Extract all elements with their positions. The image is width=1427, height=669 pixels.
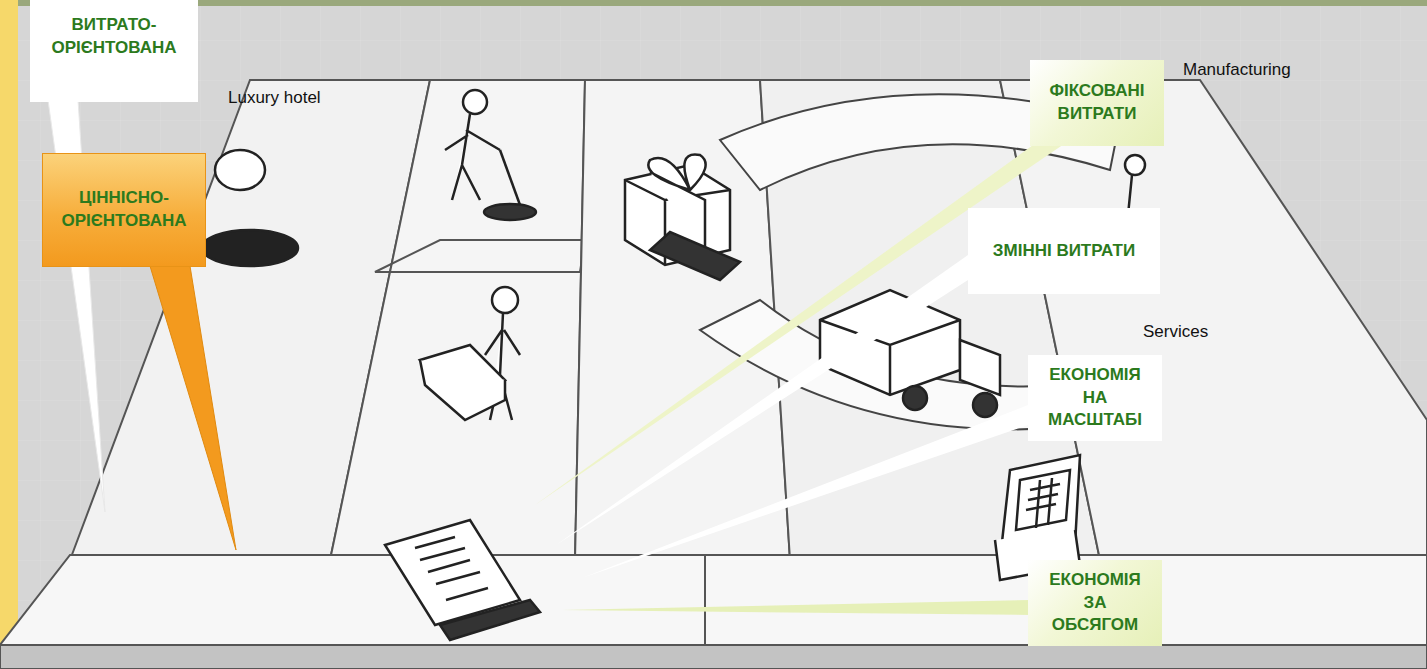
segment-label: Manufacturing bbox=[1183, 60, 1291, 80]
callout-box: ЦІННІСНО- ОРІЄНТОВАНА bbox=[42, 153, 206, 267]
segment-label: Luxury hotel bbox=[228, 88, 321, 108]
callout-text: ФІКСОВАНІ ВИТРАТИ bbox=[1040, 80, 1154, 126]
callout-text: ЕКОНОМІЯ НА МАСШТАБІ bbox=[1038, 364, 1152, 433]
callout-content: ВИТРАТО- ОРІЄНТОВАНА bbox=[40, 14, 188, 60]
segment-label: Services bbox=[1143, 322, 1208, 342]
callout-text: ЕКОНОМІЯ ЗА ОБСЯГОМ bbox=[1038, 569, 1152, 638]
callout-text: ЗМІННІ ВИТРАТИ bbox=[993, 240, 1135, 263]
callout-box: ЕКОНОМІЯ НА МАСШТАБІ bbox=[1028, 355, 1162, 441]
callout-content: ЦІННІСНО- ОРІЄНТОВАНА bbox=[53, 187, 195, 233]
callout-box: ЗМІННІ ВИТРАТИ bbox=[968, 208, 1160, 294]
callout-text: ВИТРАТО- ОРІЄНТОВАНА bbox=[40, 14, 188, 60]
callout-box: ФІКСОВАНІ ВИТРАТИ bbox=[1030, 60, 1164, 146]
callout-content: ЕКОНОМІЯ НА МАСШТАБІ bbox=[1038, 364, 1152, 433]
callout-content: ЕКОНОМІЯ ЗА ОБСЯГОМ bbox=[1038, 569, 1152, 638]
callout-content: ФІКСОВАНІ ВИТРАТИ bbox=[1040, 80, 1154, 126]
callout-box: ВИТРАТО- ОРІЄНТОВАНА bbox=[30, 0, 198, 102]
callout-text: ЦІННІСНО- ОРІЄНТОВАНА bbox=[53, 187, 195, 233]
callout-content: ЗМІННІ ВИТРАТИ bbox=[993, 240, 1135, 263]
callout-box: ЕКОНОМІЯ ЗА ОБСЯГОМ bbox=[1028, 560, 1162, 646]
